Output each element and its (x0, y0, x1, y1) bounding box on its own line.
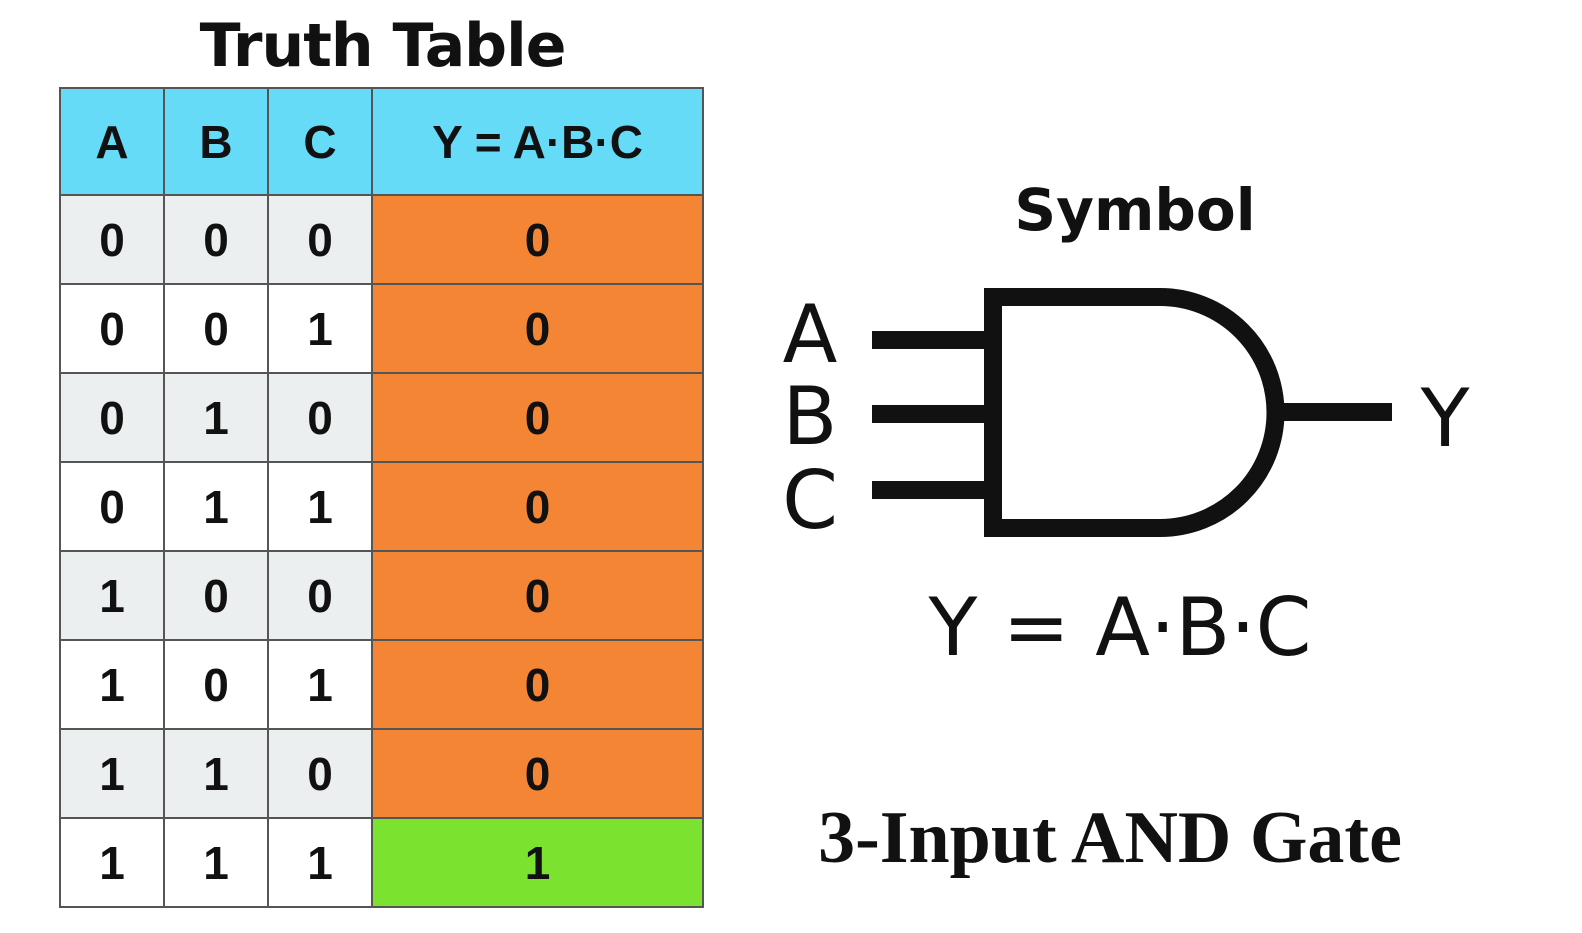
cell-output: 0 (371, 283, 704, 374)
cell-b: 1 (163, 728, 269, 819)
cell-output: 0 (371, 194, 704, 285)
cell-output: 0 (371, 372, 704, 463)
output-label-y: Y (1420, 372, 1471, 465)
symbol-title: Symbol (1014, 176, 1256, 244)
table-row: 1 0 0 0 (59, 550, 704, 641)
cell-output: 0 (371, 728, 704, 819)
header-c: C (267, 87, 373, 196)
cell-c: 0 (267, 372, 373, 463)
input-label-b: B (783, 370, 838, 463)
cell-b: 1 (163, 817, 269, 908)
gate-caption: 3-Input AND Gate (818, 797, 1402, 879)
cell-output: 0 (371, 550, 704, 641)
header-output: Y = A·B·C (371, 87, 704, 196)
boolean-expression: Y = A·B·C (928, 581, 1312, 674)
cell-c: 1 (267, 817, 373, 908)
table-row: 0 0 1 0 (59, 283, 704, 374)
table-row: 1 1 0 0 (59, 728, 704, 819)
and-gate-body (984, 288, 1285, 537)
cell-output: 1 (371, 817, 704, 908)
header-a: A (59, 87, 165, 196)
cell-b: 0 (163, 550, 269, 641)
table-row: 1 1 1 1 (59, 817, 704, 908)
cell-b: 0 (163, 283, 269, 374)
cell-a: 1 (59, 639, 165, 730)
and-gate-symbol-icon: A B C Y (782, 288, 1471, 547)
cell-c: 0 (267, 550, 373, 641)
truth-table: A B C Y = A·B·C 0 0 0 0 0 0 1 0 0 1 0 0 … (59, 87, 704, 908)
cell-a: 1 (59, 728, 165, 819)
cell-c: 0 (267, 728, 373, 819)
cell-c: 1 (267, 283, 373, 374)
input-label-c: C (782, 454, 838, 547)
table-row: 1 0 1 0 (59, 639, 704, 730)
truth-table-header-row: A B C Y = A·B·C (59, 87, 704, 196)
cell-c: 0 (267, 194, 373, 285)
cell-b: 1 (163, 461, 269, 552)
cell-b: 0 (163, 194, 269, 285)
cell-a: 0 (59, 283, 165, 374)
cell-c: 1 (267, 461, 373, 552)
cell-output: 0 (371, 639, 704, 730)
table-row: 0 0 0 0 (59, 194, 704, 285)
table-row: 0 1 0 0 (59, 372, 704, 463)
header-b: B (163, 87, 269, 196)
cell-a: 0 (59, 461, 165, 552)
cell-output: 0 (371, 461, 704, 552)
cell-a: 0 (59, 194, 165, 285)
cell-b: 0 (163, 639, 269, 730)
truth-table-title: Truth Table (199, 11, 567, 81)
cell-c: 1 (267, 639, 373, 730)
cell-b: 1 (163, 372, 269, 463)
cell-a: 1 (59, 817, 165, 908)
cell-a: 1 (59, 550, 165, 641)
table-row: 0 1 1 0 (59, 461, 704, 552)
cell-a: 0 (59, 372, 165, 463)
input-label-a: A (783, 288, 838, 381)
